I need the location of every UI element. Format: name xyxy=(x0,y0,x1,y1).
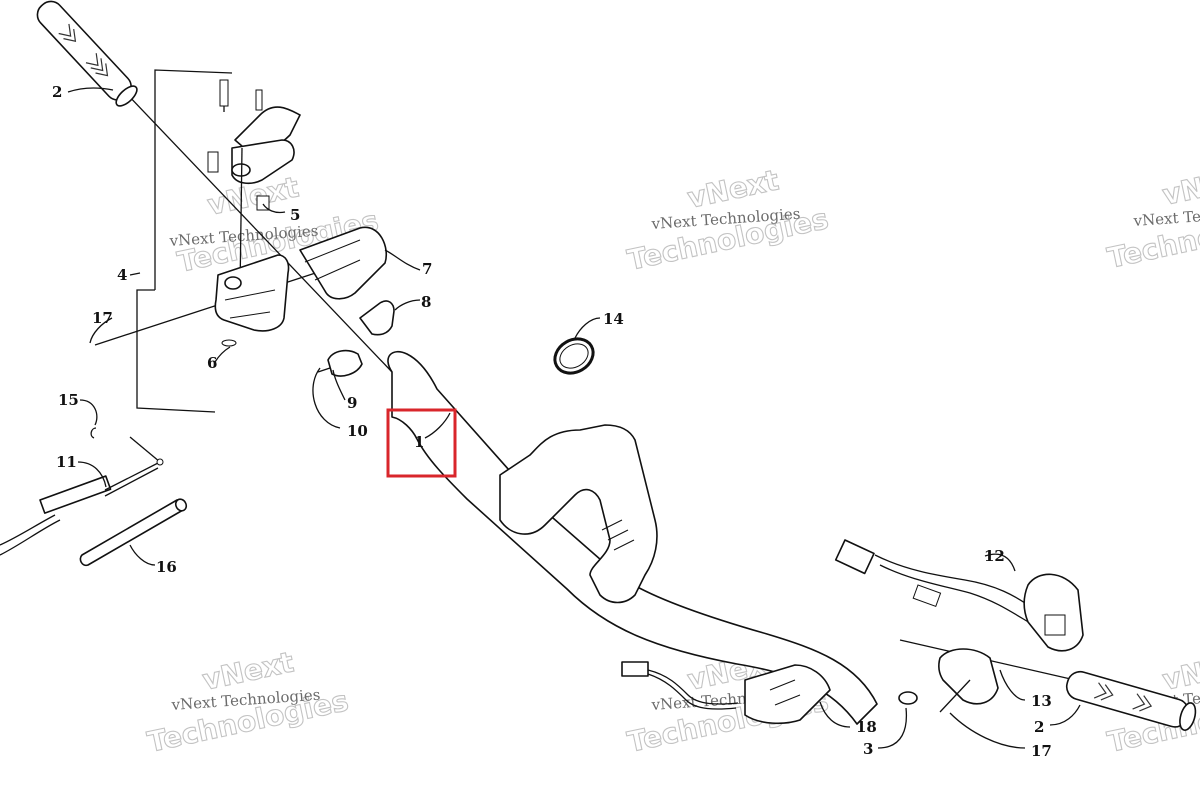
callout-7: 7 xyxy=(422,260,432,278)
callout-17-left: 17 xyxy=(92,309,113,327)
callout-18: 18 xyxy=(856,718,877,736)
heater-connector xyxy=(621,661,739,710)
watermark-bottom-left: Technologies vNext vNext Technologies xyxy=(144,645,352,760)
callout-9: 9 xyxy=(347,394,357,412)
callout-6: 6 xyxy=(207,354,217,372)
callout-2-right: 2 xyxy=(1034,718,1044,736)
throttle-cable xyxy=(0,427,164,556)
handguard-insert xyxy=(744,664,831,725)
callout-15: 15 xyxy=(58,391,79,409)
callout-1: 1 xyxy=(414,433,424,451)
group-bracket xyxy=(136,69,233,413)
callout-3: 3 xyxy=(863,740,873,758)
callout-17-right: 17 xyxy=(1031,742,1052,760)
throttle-housing xyxy=(214,254,290,347)
leader-lines xyxy=(67,87,1081,749)
watermark-top-center: Technologies vNext vNext Technologies xyxy=(624,163,832,278)
handlebar xyxy=(387,350,918,725)
clamp-ring xyxy=(553,337,595,375)
grip-left xyxy=(36,0,138,107)
callout-12: 12 xyxy=(984,547,1005,565)
throttle-lever-assembly xyxy=(207,79,301,291)
callout-14: 14 xyxy=(603,310,624,328)
switch-cover xyxy=(937,648,999,713)
watermark-top-right: Technologies vNext vNext Technologies xyxy=(1104,160,1200,276)
callout-5: 5 xyxy=(290,206,300,224)
svg-text:vNext: vNext xyxy=(1160,160,1200,211)
callout-10: 10 xyxy=(347,422,368,440)
clip-part-8 xyxy=(359,300,395,336)
switch-housing xyxy=(1023,573,1084,652)
callout-13: 13 xyxy=(1031,692,1052,710)
callout-16: 16 xyxy=(156,558,177,576)
callout-4: 4 xyxy=(117,266,127,284)
callout-8: 8 xyxy=(421,293,431,311)
grip-right xyxy=(1065,670,1197,731)
callout-labels: 1 2 2 3 4 5 6 7 8 9 10 11 12 13 14 15 16… xyxy=(52,83,1052,760)
cable-sleeve xyxy=(79,498,188,567)
switch-harness xyxy=(834,539,1036,624)
clip-part-9 xyxy=(317,349,363,377)
highlight-box xyxy=(386,408,457,478)
throttle-cover xyxy=(299,226,387,300)
callout-2-left: 2 xyxy=(52,83,62,101)
callout-11: 11 xyxy=(56,453,77,471)
